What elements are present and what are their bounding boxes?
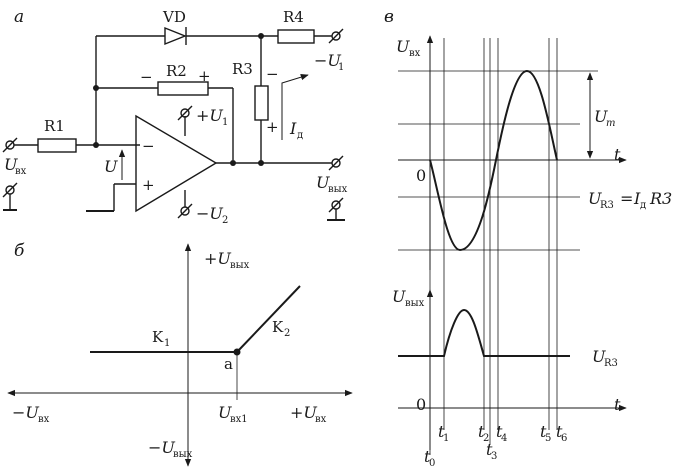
lower-zero-label: 0 bbox=[416, 395, 426, 414]
x-neg-label: −U bbox=[12, 403, 39, 422]
k1-label: K bbox=[152, 328, 164, 346]
panel-label-v: в bbox=[384, 7, 394, 27]
svg-text:6: 6 bbox=[561, 433, 567, 444]
resistor-r3 bbox=[254, 85, 269, 121]
svg-text:д: д bbox=[297, 130, 303, 141]
opamp-noninverting-sign: + bbox=[142, 176, 155, 194]
svg-text:вых: вых bbox=[173, 449, 193, 460]
uout-axis-label: U bbox=[392, 287, 406, 306]
svg-text:д: д bbox=[640, 200, 646, 211]
y-neg-label: −U bbox=[148, 438, 175, 457]
svg-text:1: 1 bbox=[443, 433, 449, 444]
svg-text:2: 2 bbox=[284, 328, 290, 339]
opamp-inverting-sign: − bbox=[142, 137, 155, 155]
svg-text:1: 1 bbox=[338, 62, 344, 73]
upper-zero-label: 0 bbox=[416, 166, 426, 185]
output-voltage-label: U bbox=[316, 173, 330, 192]
svg-text:вх: вх bbox=[38, 414, 50, 425]
input-voltage-label: U bbox=[4, 155, 18, 174]
tick-t2: t bbox=[478, 422, 485, 441]
op-amp bbox=[135, 114, 218, 213]
svg-text:I: I bbox=[633, 189, 641, 208]
svg-text:1: 1 bbox=[222, 117, 228, 128]
panel-label-a: а bbox=[14, 7, 24, 27]
svg-text:вх: вх bbox=[315, 414, 327, 425]
diode-current-label: I bbox=[289, 119, 297, 138]
svg-text:вх1: вх1 bbox=[230, 414, 248, 425]
input-sine-wave bbox=[429, 69, 558, 252]
um-label: U bbox=[594, 107, 608, 126]
svg-text:2: 2 bbox=[483, 433, 489, 444]
output-terminal bbox=[331, 158, 341, 168]
segment-k2 bbox=[236, 285, 301, 353]
resistor-r4 bbox=[277, 29, 315, 44]
svg-text:3: 3 bbox=[491, 451, 497, 462]
y-pos-label: +U bbox=[204, 249, 231, 268]
svg-text:2: 2 bbox=[222, 215, 228, 226]
neg-u1-label: −U bbox=[314, 51, 341, 70]
resistor-r1 bbox=[37, 138, 77, 153]
waveform-plots: U m U вх t 0 U R3 = I д R3 bbox=[392, 35, 672, 468]
ur3-label: U bbox=[592, 347, 606, 366]
break-point-a bbox=[233, 348, 241, 356]
tick-t0: t bbox=[424, 447, 431, 466]
svg-text:вых: вых bbox=[230, 260, 250, 271]
tick-t6: t bbox=[556, 422, 563, 441]
tick-t3: t bbox=[486, 440, 493, 459]
svg-text:R3: R3 bbox=[604, 358, 618, 369]
tick-t5: t bbox=[540, 422, 547, 441]
neg-u2-label: −U bbox=[196, 204, 223, 223]
svg-text:=: = bbox=[620, 189, 633, 208]
diff-input-voltage-label: U bbox=[104, 157, 118, 176]
threshold-equation: U bbox=[588, 189, 602, 208]
output-waveform bbox=[398, 308, 570, 357]
tick-t4: t bbox=[496, 422, 503, 441]
r1-label: R1 bbox=[44, 117, 65, 135]
vd-label: VD bbox=[162, 8, 186, 26]
r2-minus-sign: − bbox=[140, 68, 153, 86]
svg-text:R3: R3 bbox=[600, 200, 614, 211]
uin-axis-label: U bbox=[396, 37, 410, 56]
time-guide-lines bbox=[429, 38, 558, 455]
svg-text:вх: вх bbox=[409, 48, 421, 59]
svg-text:вых: вых bbox=[328, 184, 348, 195]
diode-vd bbox=[164, 26, 187, 46]
svg-text:R3: R3 bbox=[649, 189, 672, 208]
r2-label: R2 bbox=[166, 62, 187, 80]
neg-supply-terminal bbox=[331, 31, 341, 41]
tick-t1: t bbox=[438, 422, 445, 441]
pos-supply-terminal bbox=[180, 108, 190, 118]
r3-plus-sign: + bbox=[266, 118, 279, 136]
point-a-label: a bbox=[224, 355, 233, 373]
circuit-schematic: R1 U вх VD R4 −U 1 R2 − bbox=[2, 8, 348, 226]
ux1-label: U bbox=[218, 403, 232, 422]
r2-plus-sign: + bbox=[198, 67, 211, 85]
lower-t-label: t bbox=[614, 395, 621, 414]
r4-label: R4 bbox=[283, 8, 304, 26]
svg-text:5: 5 bbox=[545, 433, 551, 444]
svg-text:1: 1 bbox=[164, 338, 170, 349]
neg-u2-terminal bbox=[180, 206, 190, 216]
transfer-characteristic: +U вых −U вых −U вх +U вх U вх1 K 1 K 2 … bbox=[7, 243, 353, 467]
k2-label: K bbox=[272, 318, 284, 336]
svg-text:4: 4 bbox=[501, 433, 507, 444]
diode-current-arrow bbox=[281, 74, 309, 140]
upper-t-label: t bbox=[614, 145, 621, 164]
r3-minus-sign: − bbox=[266, 65, 279, 83]
r3-label: R3 bbox=[232, 60, 253, 78]
x-pos-label: +U bbox=[290, 403, 317, 422]
svg-text:0: 0 bbox=[429, 458, 435, 468]
svg-text:вх: вх bbox=[15, 166, 27, 177]
svg-text:вых: вых bbox=[405, 298, 425, 309]
svg-text:m: m bbox=[606, 118, 615, 129]
pos-u1-label: +U bbox=[196, 106, 223, 125]
panel-label-b: б bbox=[14, 241, 25, 261]
